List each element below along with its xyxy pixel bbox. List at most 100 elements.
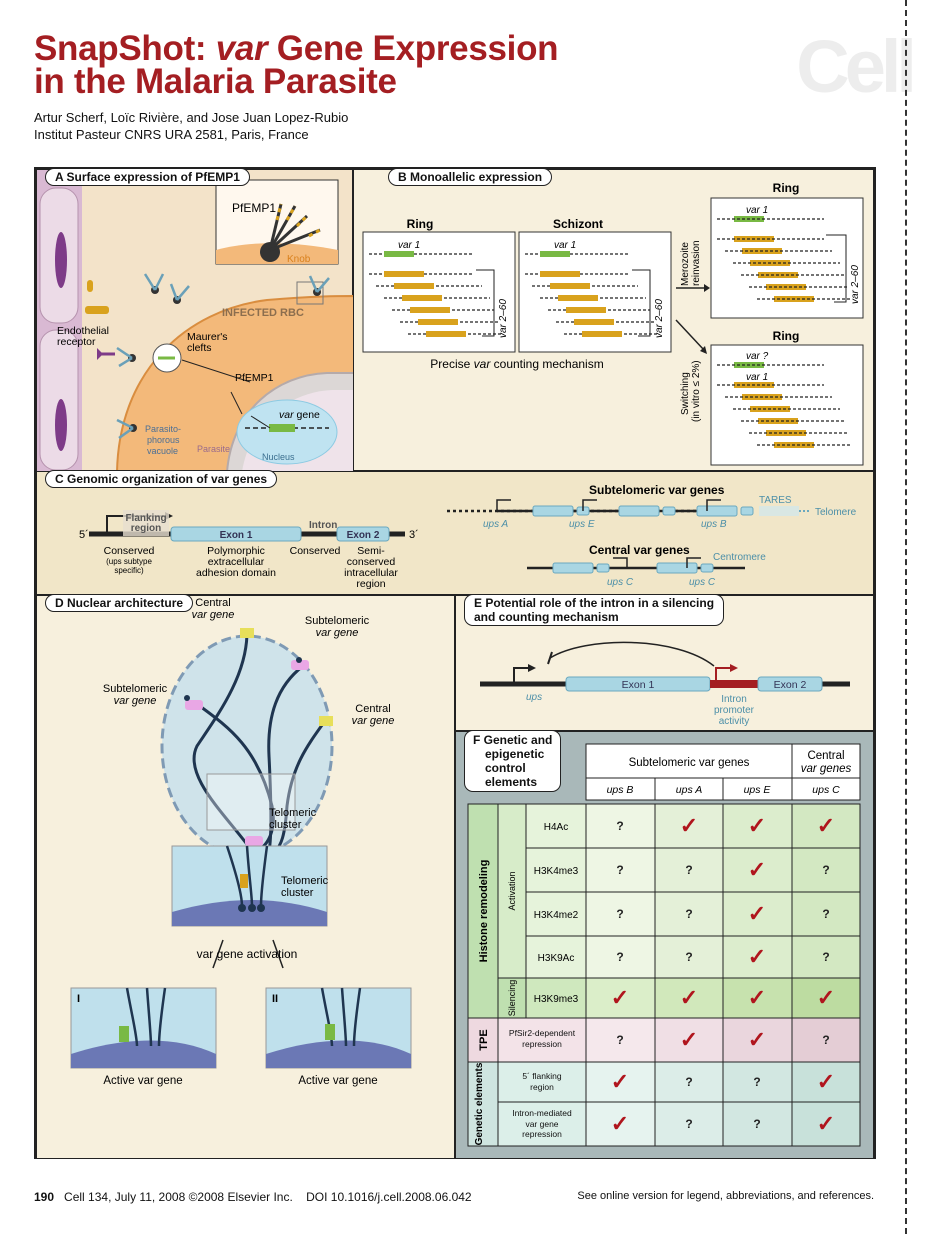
parasitophorous-label: Parasito-: [145, 424, 181, 434]
panel-f-table: Subtelomeric var genes Central var genes…: [467, 743, 861, 1147]
affiliation: Institut Pasteur CNRS URA 2581, Paris, F…: [34, 127, 309, 142]
d-telomeric-2: Telomeric: [281, 875, 329, 887]
question-mark-icon: ?: [685, 1117, 692, 1131]
question-mark-icon: ?: [822, 950, 829, 964]
citation: Cell 134, July 11, 2008 ©2008 Elsevier I…: [64, 1190, 293, 1204]
footer-note: See online version for legend, abbreviat…: [577, 1190, 874, 1202]
question-mark-icon: ?: [822, 1033, 829, 1047]
question-mark-icon: ?: [685, 907, 692, 921]
receptor-label: receptor: [57, 336, 96, 348]
checkmark-icon: ✓: [611, 1069, 629, 1094]
infected-rbc-label: INFECTED RBC: [222, 307, 304, 319]
question-mark-icon: ?: [753, 1117, 760, 1131]
f-group-genetic: Genetic elements: [474, 1062, 485, 1145]
f-row-3-label: H3K9Ac: [538, 953, 575, 964]
c-specific: specific): [114, 566, 144, 575]
c-five-prime: 5´: [79, 529, 89, 541]
c-semi-conserved: conserved: [347, 556, 396, 568]
c-exon1: Exon 1: [220, 530, 253, 541]
title-line2: in the Malaria Parasite: [34, 62, 397, 101]
c-upsC-a: ups C: [607, 577, 634, 588]
b-var1-b: var 1: [554, 240, 576, 251]
checkmark-icon: ✓: [748, 901, 766, 926]
b-var-range-c: var 2–60: [850, 265, 861, 304]
figure-frame: PfEMP1 Knob INFECTED RBC Endothelial rec…: [34, 167, 876, 1159]
c-polymorphic: Polymorphic: [207, 545, 265, 557]
cell-logo: Cell: [796, 25, 917, 108]
nucleus-label: Nucleus: [262, 452, 295, 462]
c-telomere: Telomere: [815, 507, 857, 518]
trim-line: [905, 0, 907, 1234]
footer-citation: 190 Cell 134, July 11, 2008 ©2008 Elsevi…: [34, 1190, 472, 1204]
f-row-6-label: 5´ flanking region: [522, 1071, 562, 1092]
title-prefix: SnapShot:: [34, 29, 216, 68]
panel-e: ups Exon 1 Exon 2 Intron promoter activi…: [455, 594, 874, 731]
f-group-histone: Histone remodeling: [478, 860, 490, 963]
panel-b: Ring Schizont Ring Ring var 1 var 1 var …: [353, 168, 874, 471]
e-ups: ups: [526, 692, 542, 703]
page-number: 190: [34, 1190, 55, 1204]
panel-a-illustration: PfEMP1 Knob INFECTED RBC Endothelial rec…: [37, 170, 354, 472]
d-cluster-2: cluster: [281, 887, 314, 899]
e-label-line1: E Potential role of the intron in a sile…: [474, 596, 715, 610]
f-row-7-label: Intron-mediated var gene repression: [512, 1108, 572, 1139]
panel-d-illustration: Central var gene Subtelomeric var gene S…: [70, 597, 412, 1087]
c-intracellular: intracellular: [344, 567, 398, 579]
c-upsC-b: ups C: [689, 577, 716, 588]
c-subtelomeric: Subtelomeric var genes: [589, 483, 725, 497]
f-row-7-label-wrap: Intron-mediated var gene repression: [512, 1108, 572, 1139]
b-var1-a: var 1: [398, 240, 420, 251]
b-ring-label: Ring: [407, 217, 434, 231]
c-centromere: Centromere: [713, 552, 766, 563]
f-row-5-label-wrap: PfSir2-dependent repression: [509, 1028, 575, 1049]
d-roman-1: I: [77, 993, 80, 1005]
c-central: Central var genes: [589, 543, 690, 557]
d-subtelomeric-right: Subtelomeric: [305, 615, 370, 627]
d-central-right: Central: [355, 703, 390, 715]
d-roman-2: II: [272, 993, 278, 1005]
f-group-silencing: Silencing: [507, 980, 517, 1017]
page-title: SnapShot: var Gene Expression in the Mal…: [34, 29, 559, 101]
d-active-2: Active var gene: [298, 1075, 377, 1087]
question-mark-icon: ?: [616, 907, 623, 921]
c-exon2: Exon 2: [347, 530, 380, 541]
b-merozoite: Merozoite: [680, 242, 691, 286]
e-label-line2: and counting mechanism: [474, 610, 619, 624]
checkmark-icon: ✓: [611, 1111, 629, 1136]
authors: Artur Scherf, Loïc Rivière, and Jose Jua…: [34, 110, 349, 125]
f-subtelomeric-head: Subtelomeric var genes: [629, 757, 750, 769]
f-col-0: ups B: [607, 784, 634, 796]
checkmark-icon: ✓: [817, 1069, 835, 1094]
c-upsA: ups A: [483, 519, 509, 530]
b-var-unknown: var ?: [746, 351, 769, 362]
vacuole-label: vacuole: [147, 446, 178, 456]
f-row-2-label: H3K4me2: [534, 910, 579, 921]
panel-c: Flanking region 5´ 3´ Exon 1 Intron Exon…: [36, 470, 874, 595]
c-intron-conserved: Conserved: [290, 545, 341, 557]
f-row-4-label: H3K9me3: [534, 994, 579, 1005]
c-semi: Semi-: [357, 545, 385, 557]
knob-label: Knob: [287, 254, 311, 265]
endothelial-label: Endothelial: [57, 325, 109, 337]
maurers-label: Maurer's: [187, 331, 228, 343]
f-col-2: ups E: [744, 784, 772, 796]
b-counting-label: Precise var counting mechanism: [430, 357, 603, 371]
checkmark-icon: ✓: [748, 1027, 766, 1052]
b-reinvasion: reinvasion: [691, 240, 702, 286]
d-var-gene-right: var gene: [316, 627, 359, 639]
question-mark-icon: ?: [822, 907, 829, 921]
c-extracellular: extracellular: [208, 556, 265, 568]
checkmark-icon: ✓: [611, 985, 629, 1010]
checkmark-icon: ✓: [817, 1111, 835, 1136]
title-italic: var: [215, 29, 268, 68]
f-label-line4: elements: [485, 775, 538, 789]
panel-d: Central var gene Subtelomeric var gene S…: [36, 594, 455, 1159]
question-mark-icon: ?: [753, 1075, 760, 1089]
checkmark-icon: ✓: [817, 985, 835, 1010]
b-var1-d: var 1: [746, 372, 768, 383]
f-central-head2: var genes: [801, 763, 852, 775]
e-promoter: promoter: [714, 705, 755, 716]
d-subtelomeric-left: Subtelomeric: [103, 683, 168, 695]
checkmark-icon: ✓: [748, 857, 766, 882]
d-activation: var gene activation: [197, 947, 298, 961]
